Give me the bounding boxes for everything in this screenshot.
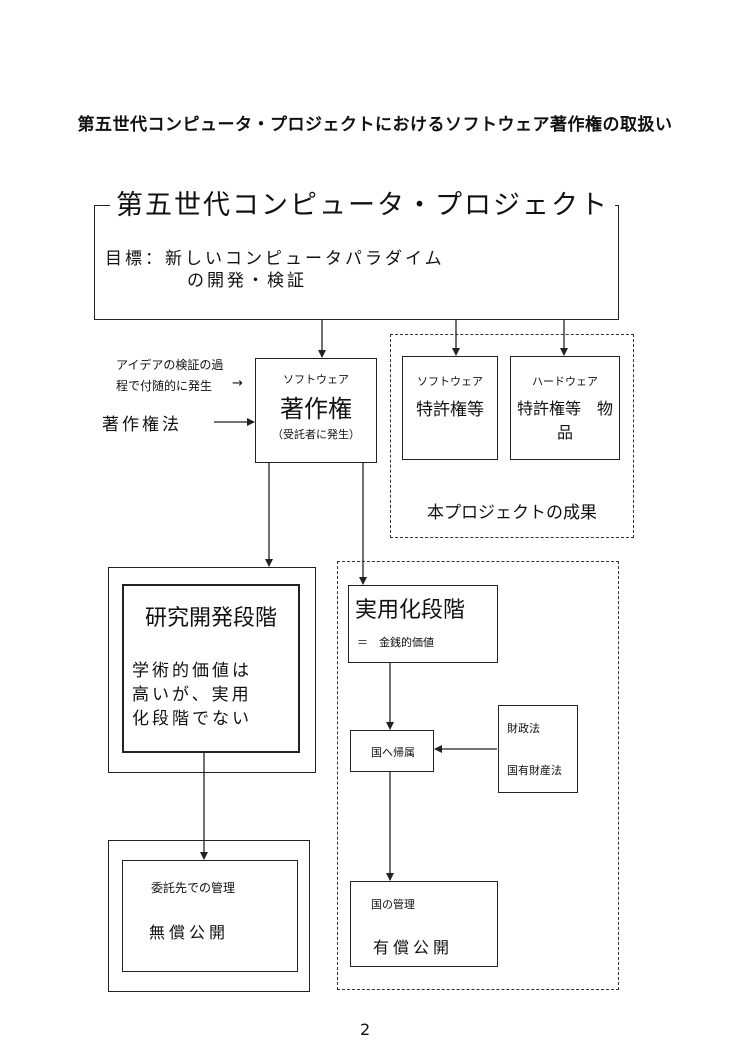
research-stage-body-line1: 学術的価値は (132, 661, 252, 681)
software-copyright-top: ソフトウェア (283, 373, 349, 386)
copyright-law-label: 著作権法 (102, 415, 182, 435)
finance-law-label: 財政法 (507, 722, 540, 735)
research-stage-box: 研究開発段階 学術的価値は 高いが、実用 化段階でない (122, 584, 300, 753)
practical-stage-sub: ＝ 金銭的価値 (357, 636, 434, 649)
practical-stage-box: 実用化段階 ＝ 金銭的価値 (348, 585, 498, 663)
project-results-caption: 本プロジェクトの成果 (427, 503, 597, 523)
finance-law-box: 財政法 国有財産法 (498, 705, 578, 793)
software-copyright-box: ソフトウェア 著作権 （受託者に発生） (255, 358, 377, 463)
national-management-label: 国の管理 (371, 898, 415, 911)
research-stage-heading: 研究開発段階 (144, 606, 277, 631)
project-heading: 第五世代コンピュータ・プロジェクト (110, 183, 615, 222)
project-results-region (390, 334, 634, 538)
hardware-patent-main: 特許権等 物品 (516, 399, 613, 442)
practical-stage-region (337, 561, 619, 990)
project-goal-line1: 目標：新しいコンピュータパラダイム (105, 249, 445, 269)
consignee-management-box: 委託先での管理 無償公開 (122, 860, 298, 972)
consignee-management-main: 無償公開 (149, 923, 230, 942)
research-stage-body-line2: 高いが、実用 (132, 685, 252, 705)
national-attribution-label: 国へ帰属 (371, 746, 415, 759)
software-patent-box: ソフトウェア 特許権等 (402, 356, 498, 460)
idea-note-line2: 程で付随的に発生 (116, 379, 213, 393)
software-copyright-main: 著作権 (280, 395, 352, 423)
state-property-law-label: 国有財産法 (507, 764, 562, 777)
national-attribution-box: 国へ帰属 (350, 730, 434, 772)
page-title: 第五世代コンピュータ・プロジェクトにおけるソフトウェア著作権の取扱い (77, 115, 673, 135)
page-number: 2 (360, 1020, 371, 1039)
national-management-main: 有償公開 (373, 938, 454, 957)
project-box: 目標：新しいコンピュータパラダイム の開発・検証 (94, 205, 619, 320)
software-patent-main: 特許権等 (416, 400, 484, 420)
hardware-patent-box: ハードウェア 特許権等 物品 (510, 356, 620, 460)
software-patent-top: ソフトウェア (417, 375, 483, 388)
consignee-management-label: 委託先での管理 (151, 881, 236, 895)
research-stage-body-line3: 化段階でない (132, 709, 252, 729)
project-goal-line2: の開発・検証 (187, 271, 307, 291)
national-management-box: 国の管理 有償公開 (350, 881, 498, 967)
hardware-patent-top: ハードウェア (532, 375, 598, 388)
idea-note-line1: アイデアの検証の過 (116, 358, 224, 372)
idea-note-arrow: → (232, 376, 243, 391)
practical-stage-heading: 実用化段階 (355, 598, 466, 623)
software-copyright-sub: （受託者に発生） (272, 428, 360, 441)
